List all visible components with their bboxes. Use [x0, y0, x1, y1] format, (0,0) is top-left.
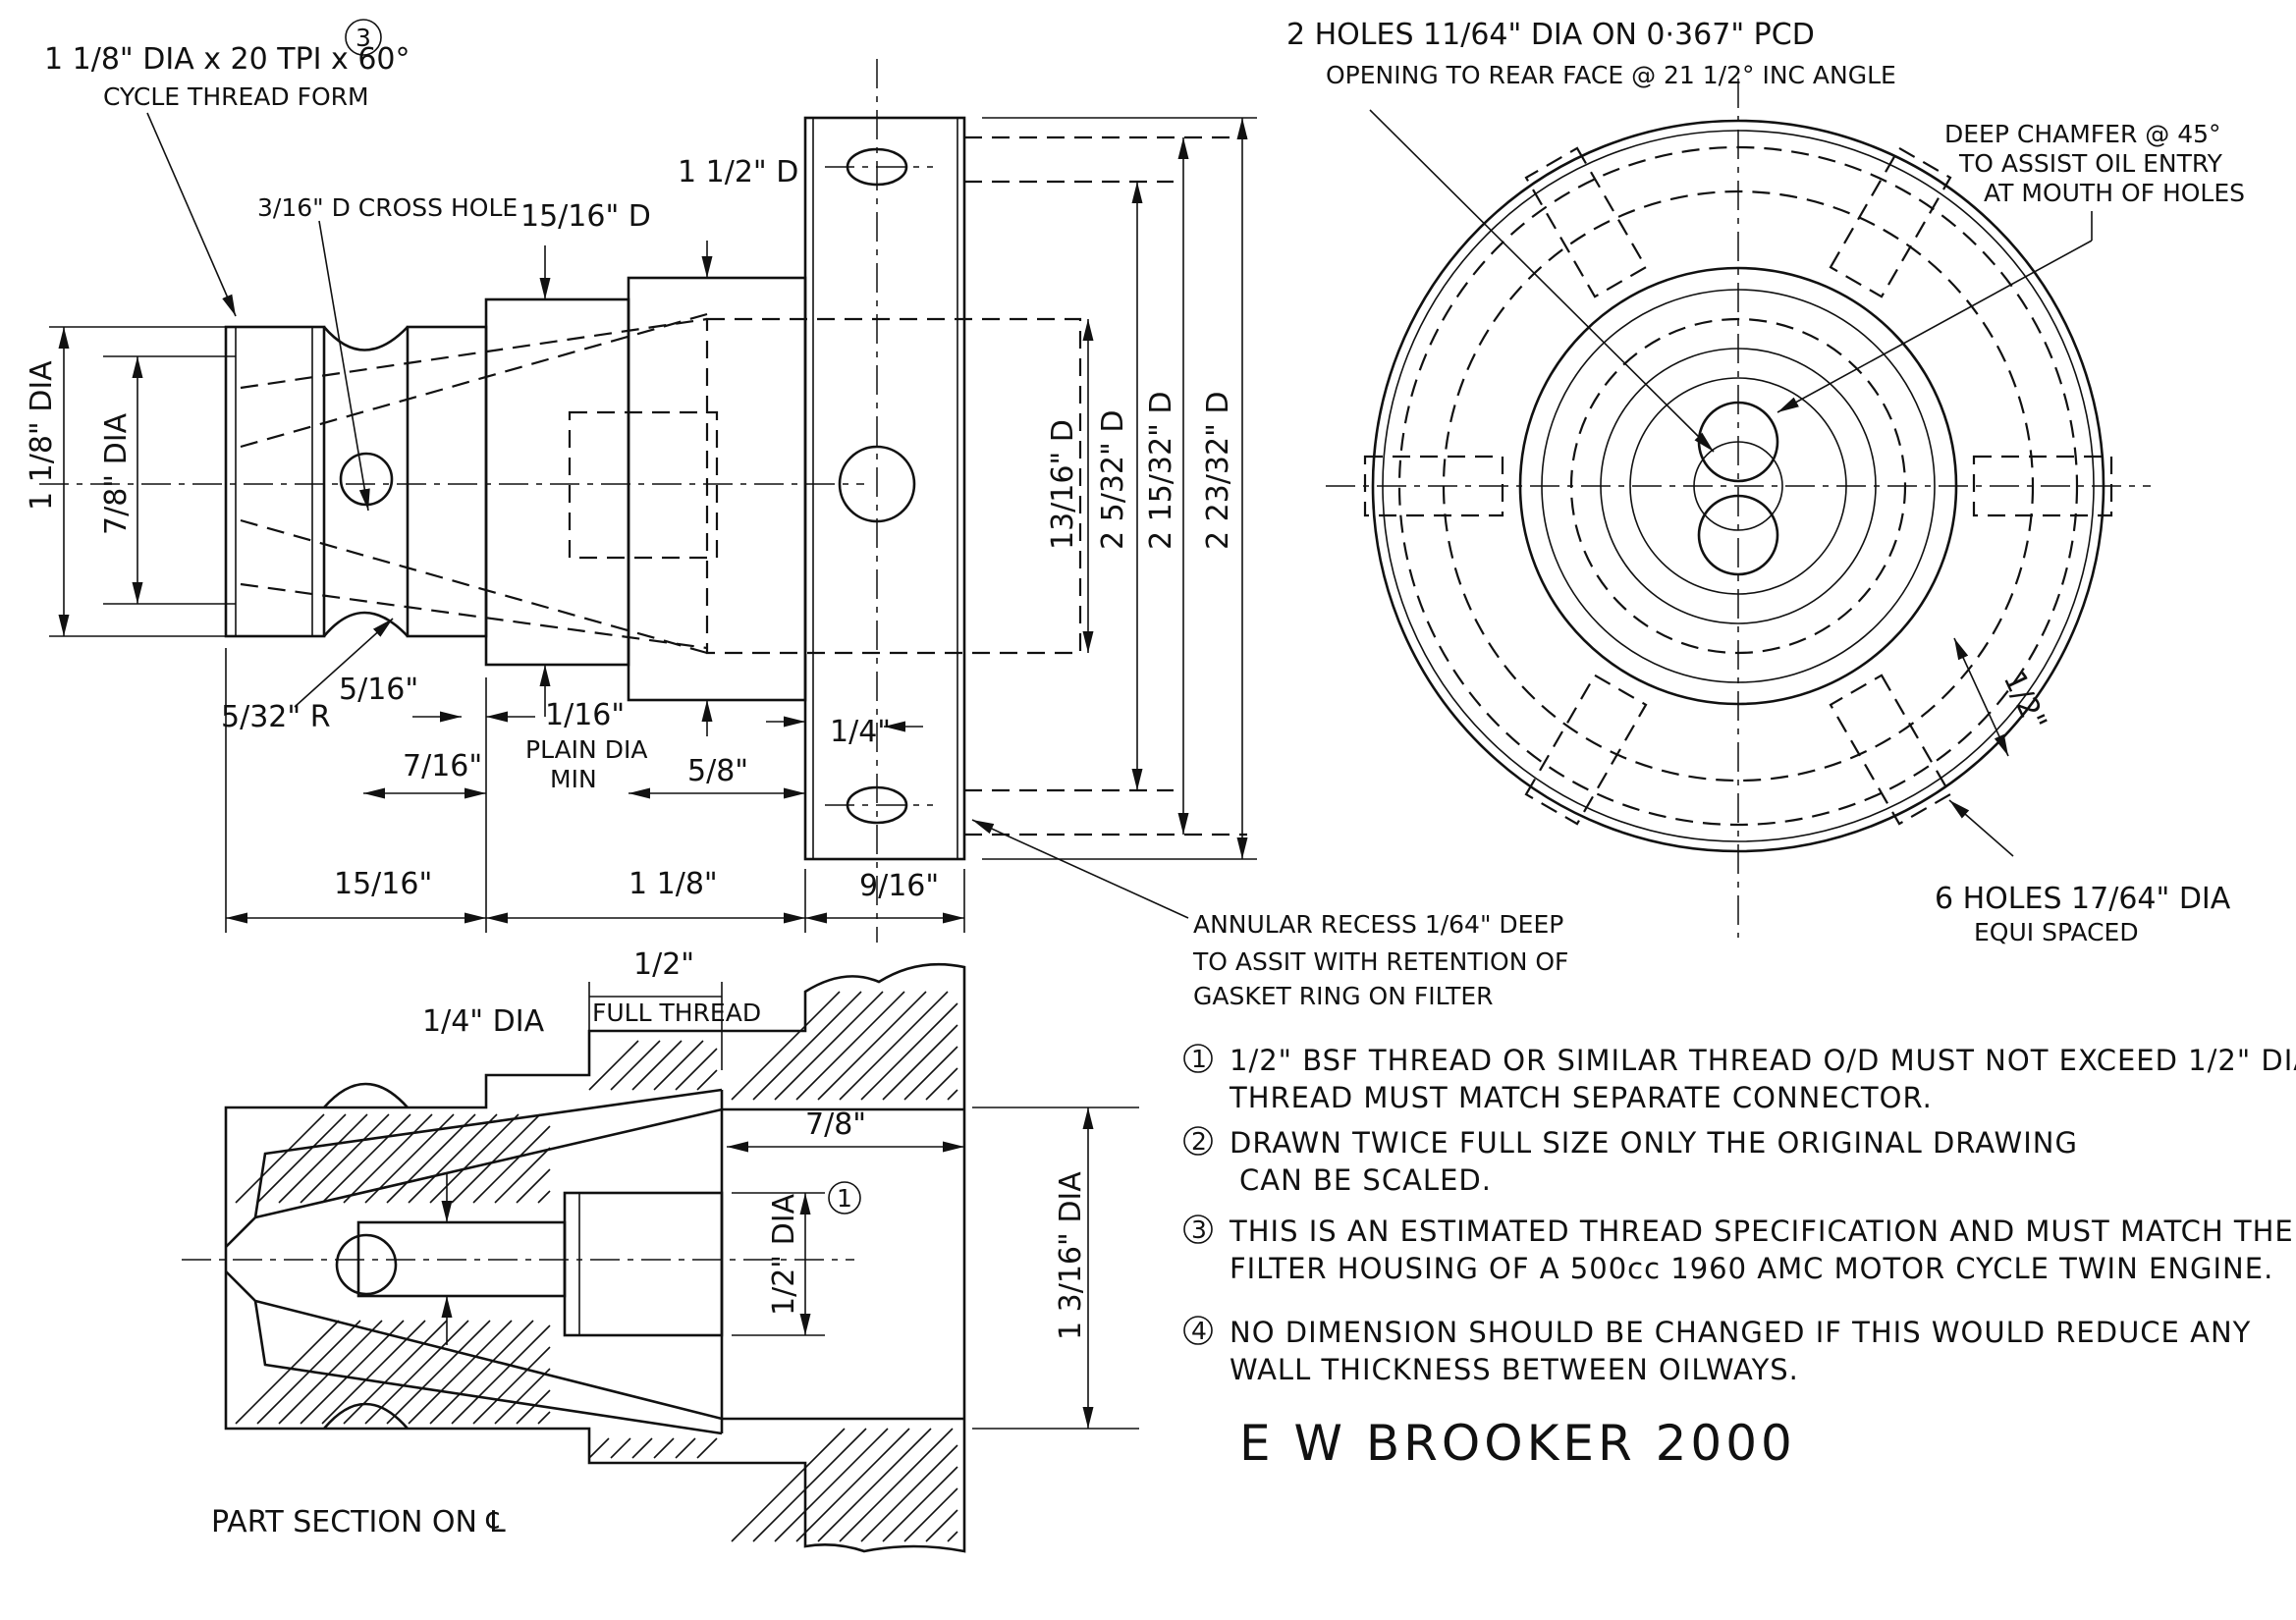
end-view [1326, 79, 2151, 938]
dim-5-32-r: 5/32" R [221, 700, 331, 734]
equi-spaced-label: EQUI SPACED [1974, 918, 2139, 946]
cross-hole-label: 3/16" D CROSS HOLE [257, 193, 518, 222]
section-marker: 1 [837, 1184, 852, 1213]
recess-label: ANNULAR RECESS 1/64" DEEP [1193, 910, 1563, 939]
dim-9-16: 9/16" [859, 869, 939, 903]
dim-1-1-8: 1 1/8" [629, 867, 718, 901]
svg-text:3: 3 [1191, 1215, 1207, 1244]
dim-1-1-8-dia: 1 1/8" DIA [25, 360, 59, 511]
dimension-labels: 1 1/8" DIA x 20 TPI x 60° 3 CYCLE THREAD… [25, 18, 2245, 1539]
dim-1-4-dia: 1/4" DIA [422, 1004, 545, 1039]
note-4-line-2: WALL THICKNESS BETWEEN OILWAYS. [1230, 1353, 1799, 1386]
note-1: 1 1/2" BSF THREAD OR SIMILAR THREAD O/D … [1183, 1044, 2296, 1114]
dim-7-8: 7/8" [805, 1107, 866, 1142]
dim-7-16: 7/16" [403, 749, 482, 783]
chamfer-label-2: TO ASSIST OIL ENTRY [1958, 149, 2223, 178]
chamfer-label-3: AT MOUTH OF HOLES [1984, 179, 2245, 207]
note-1-line-2: THREAD MUST MATCH SEPARATE CONNECTOR. [1229, 1081, 1933, 1114]
dim-1-4: 1/4" [830, 715, 891, 749]
dim-2-23-32-d: 2 23/32" D [1201, 391, 1235, 550]
min-label: MIN [550, 765, 597, 793]
recess-label-2: TO ASSIT WITH RETENTION OF [1192, 947, 1568, 976]
dim-1-16: 1/16" [545, 698, 625, 732]
part-section-view [182, 962, 1139, 1553]
note-2-line-2: CAN BE SCALED. [1239, 1163, 1492, 1197]
dim-7-8-dia: 7/8" DIA [99, 412, 134, 535]
part-section-label: PART SECTION ON ℄ [211, 1505, 506, 1539]
dim-2-5-32-d: 2 5/32" D [1096, 410, 1130, 550]
dim-1-1-2-d: 1 1/2" D [678, 155, 798, 189]
dim-5-8: 5/8" [687, 754, 748, 788]
note-3-line-1: THIS IS AN ESTIMATED THREAD SPECIFICATIO… [1229, 1215, 2294, 1248]
dim-2-15-32-d: 2 15/32" D [1144, 391, 1178, 550]
six-holes-label: 6 HOLES 17/64" DIA [1935, 882, 2231, 916]
note-2-line-1: DRAWN TWICE FULL SIZE ONLY THE ORIGINAL … [1230, 1126, 2078, 1160]
dim-1-2-thread: 1/2" [633, 947, 694, 982]
dim-15-16: 15/16" [334, 867, 432, 901]
dim-15-16-d: 15/16" D [520, 199, 651, 234]
full-thread-label: FULL THREAD [592, 999, 761, 1027]
two-holes-angle-label: OPENING TO REAR FACE @ 21 1/2° INC ANGLE [1326, 61, 1896, 89]
dim-1-2-radial: 1/2" [1996, 667, 2053, 736]
note-4: 4 NO DIMENSION SHOULD BE CHANGED IF THIS… [1183, 1316, 2251, 1386]
side-elevation-view [39, 59, 1257, 943]
svg-text:2: 2 [1191, 1127, 1207, 1156]
dim-1-2-dia: 1/2" DIA [767, 1193, 801, 1316]
signature: E W BROOKER 2000 [1239, 1415, 1796, 1472]
note-2: 2 DRAWN TWICE FULL SIZE ONLY THE ORIGINA… [1183, 1126, 2078, 1197]
recess-label-3: GASKET RING ON FILTER [1193, 982, 1494, 1010]
thread-spec-marker: 3 [355, 24, 371, 52]
note-3-line-2: FILTER HOUSING OF A 500cc 1960 AMC MOTOR… [1230, 1252, 2273, 1285]
chamfer-label: DEEP CHAMFER @ 45° [1944, 120, 2221, 148]
plain-dia-label: PLAIN DIA [525, 735, 647, 764]
notes-block: 1 1/2" BSF THREAD OR SIMILAR THREAD O/D … [1183, 1044, 2296, 1472]
two-holes-label: 2 HOLES 11/64" DIA ON 0·367" PCD [1286, 18, 1815, 52]
dim-13-16-d: 13/16" D [1046, 419, 1080, 550]
dim-5-16: 5/16" [339, 673, 418, 707]
dim-1-3-16-dia: 1 3/16" DIA [1054, 1171, 1088, 1340]
note-4-line-1: NO DIMENSION SHOULD BE CHANGED IF THIS W… [1230, 1316, 2251, 1349]
note-3: 3 THIS IS AN ESTIMATED THREAD SPECIFICAT… [1183, 1215, 2294, 1285]
svg-text:1: 1 [1191, 1045, 1207, 1073]
note-1-line-1: 1/2" BSF THREAD OR SIMILAR THREAD O/D MU… [1230, 1044, 2296, 1077]
svg-text:4: 4 [1191, 1317, 1207, 1345]
thread-form-label: CYCLE THREAD FORM [103, 82, 369, 111]
